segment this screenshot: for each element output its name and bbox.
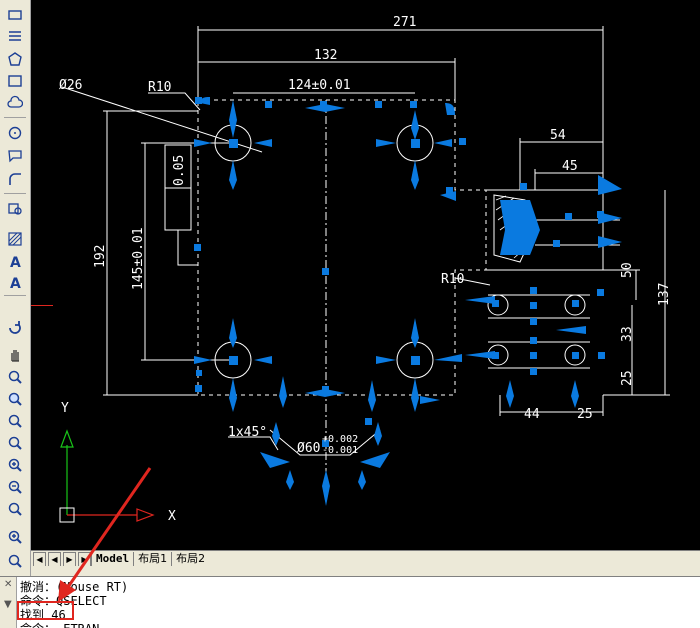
slot-arc [487, 294, 509, 316]
zoom-out-icon[interactable] [5, 478, 25, 496]
radius-r10-label: R10 [148, 80, 171, 95]
revcloud-tool-icon[interactable] [5, 147, 25, 165]
zoom-realtime-icon[interactable] [5, 368, 25, 386]
toolbar-separator [4, 193, 26, 194]
dimension-145: 145±0.01 [131, 227, 146, 290]
section-view [486, 189, 604, 271]
dimension-44: 44 [524, 407, 540, 422]
tab-layout2[interactable]: 布局2 [171, 552, 209, 566]
diameter-60-label: Ø60 [297, 441, 320, 456]
leader-r10 [148, 92, 201, 111]
redraw-icon[interactable] [5, 318, 25, 336]
leader-r10b [454, 277, 491, 286]
draw-toolbar: A A [0, 0, 31, 578]
dimension-137: 137 [657, 283, 672, 306]
multiline-tool-icon[interactable] [5, 27, 25, 45]
dimension-line-54 [519, 138, 603, 190]
dimension-line-137 [603, 190, 670, 396]
result-highlight-box [17, 601, 74, 620]
cursor-marker [31, 305, 53, 306]
zoom-scale-icon[interactable] [5, 552, 25, 570]
ucs-icon: Y X [59, 401, 176, 524]
horizontal-scrollbar[interactable] [31, 566, 700, 576]
command-window[interactable]: ✕ ▼ 撤消：(Mouse RT) 命令：QSELECT 找到 46 命令：_E… [0, 576, 700, 628]
dimension-line-271 [197, 26, 604, 190]
text-tool-icon[interactable]: A [5, 252, 25, 270]
dimension-line-45 [534, 169, 603, 190]
close-icon[interactable]: ✕ [4, 579, 13, 590]
zoom-in-icon[interactable] [5, 456, 25, 474]
hatch-tool-icon[interactable] [5, 230, 25, 248]
tab-next-icon[interactable]: ▶ [63, 551, 76, 567]
layout-tabbar: ◀ ◀ ▶ ▶ Model 布局1 布局2 [31, 550, 700, 567]
command-prompt-line: 命令：_ETRAN [20, 620, 99, 628]
polygon-tool-icon[interactable] [5, 50, 25, 68]
ucs-x-label: X [168, 509, 176, 524]
circle-tool-icon[interactable] [5, 124, 25, 142]
zoom-previous-icon[interactable] [5, 412, 25, 430]
zoom-window-icon[interactable] [5, 390, 25, 408]
toolbar-separator [4, 117, 26, 118]
cloud-tool-icon[interactable] [5, 94, 25, 112]
dimension-line-192 [103, 110, 198, 396]
dimension-line-44-25 [499, 395, 604, 416]
dimension-25-vertical: 25 [620, 370, 635, 386]
slot-arc [564, 294, 586, 316]
chamfer-label: 1x45° [228, 425, 267, 440]
boss-outline [269, 429, 381, 456]
dimension-192: 192 [93, 245, 108, 268]
dimension-50: 50 [620, 262, 635, 278]
tolerance-lower: -0.001 [322, 445, 358, 456]
tab-last-icon[interactable]: ▶ [78, 551, 91, 567]
dimension-45: 45 [562, 159, 578, 174]
svg-text:A: A [10, 255, 21, 269]
radius-r10-slot-label: R10 [441, 272, 464, 287]
zoom-dynamic-icon[interactable] [5, 434, 25, 452]
slot-lines [488, 294, 590, 369]
dimension-line-50 [603, 269, 640, 300]
drawing-canvas[interactable]: 271 132 124±0.01 54 45 192 145±0.01 0.05… [31, 0, 700, 550]
pan-hand-icon[interactable] [5, 346, 25, 364]
command-window-grip[interactable]: ✕ ▼ [0, 577, 17, 628]
cad-drawing: 271 132 124±0.01 54 45 192 145±0.01 0.05… [59, 15, 672, 524]
dimension-54: 54 [550, 128, 566, 143]
tolerance-leader [177, 230, 198, 266]
tolerance-upper: +0.002 [322, 434, 358, 445]
slot-arc [564, 344, 586, 366]
tab-model[interactable]: Model [91, 552, 133, 566]
diameter-26-label: Ø26 [59, 78, 82, 93]
ucs-y-label: Y [61, 401, 69, 416]
zoom-extents-icon[interactable] [5, 528, 25, 546]
rectangle2-tool-icon[interactable] [5, 72, 25, 90]
dimension-124: 124±0.01 [288, 78, 351, 93]
dimension-line-132 [198, 58, 456, 100]
mtext-tool-icon[interactable]: A [5, 273, 25, 291]
chevron-down-icon[interactable]: ▼ [4, 599, 12, 610]
rectangle-tool-icon[interactable] [5, 6, 25, 24]
leader-chamfer [228, 436, 279, 451]
dimension-25-horizontal: 25 [577, 407, 593, 422]
svg-text:A: A [10, 276, 21, 290]
dimension-line-145 [141, 142, 233, 361]
leader-dia26 [61, 86, 263, 153]
tab-layout1[interactable]: 布局1 [133, 552, 171, 566]
block-tool-icon[interactable] [5, 199, 25, 217]
spline-tool-icon[interactable] [5, 170, 25, 188]
tab-prev-icon[interactable]: ◀ [48, 551, 61, 567]
toolbar-separator [4, 295, 26, 296]
dimension-33: 33 [620, 326, 635, 342]
dimension-271: 271 [393, 15, 416, 30]
tab-first-icon[interactable]: ◀ [33, 551, 46, 567]
tolerance-value: 0.05 [172, 155, 187, 186]
dimension-132: 132 [314, 48, 337, 63]
zoom-all-icon[interactable] [5, 500, 25, 518]
selection-grips [194, 97, 622, 506]
